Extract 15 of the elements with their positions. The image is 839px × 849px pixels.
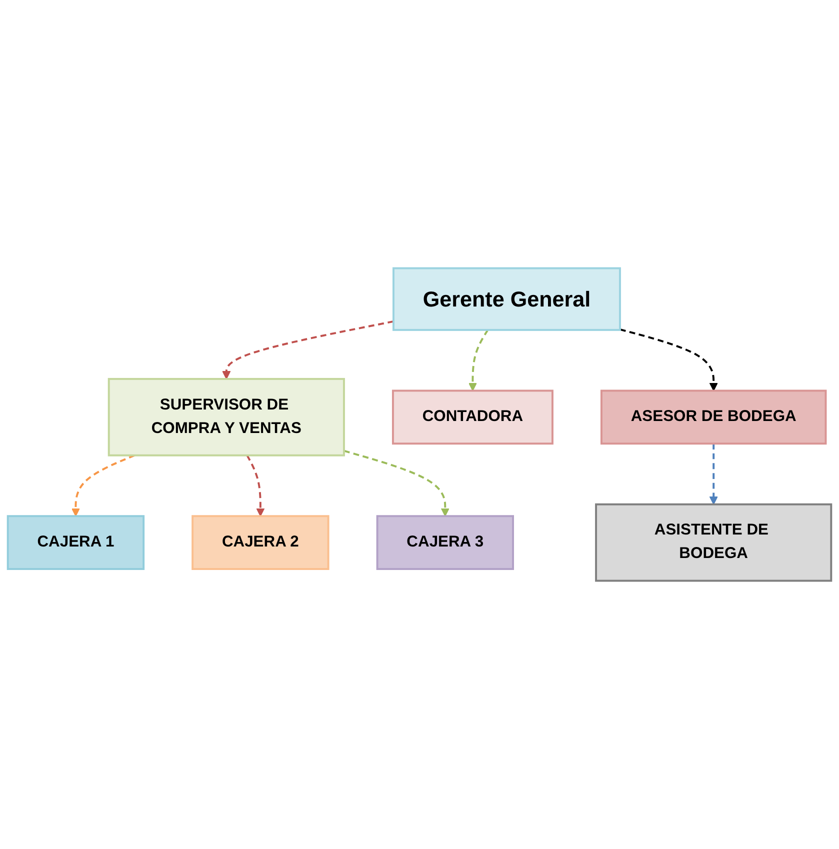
node-box — [192, 515, 330, 570]
node-box — [392, 390, 554, 445]
arrow — [709, 444, 718, 505]
node-box — [595, 503, 832, 582]
arrow — [246, 454, 265, 516]
arrow — [468, 329, 489, 392]
arrow — [344, 450, 450, 516]
arrow — [222, 320, 394, 380]
arrow — [71, 454, 135, 516]
node-box — [600, 390, 827, 445]
node-box — [108, 378, 345, 456]
node-box — [392, 267, 621, 331]
node-box — [376, 515, 514, 570]
arrow — [620, 328, 718, 392]
node-box — [6, 515, 145, 570]
